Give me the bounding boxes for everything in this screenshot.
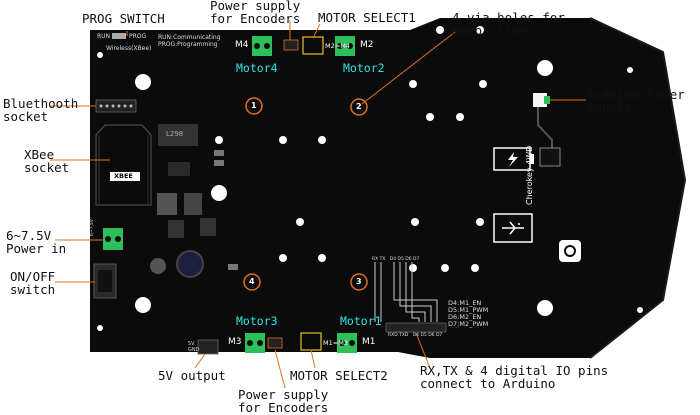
encoder-header-top xyxy=(284,40,298,50)
label-motor3: Motor3 xyxy=(236,314,278,328)
prog-switch xyxy=(112,33,126,39)
label-motor4: Motor4 xyxy=(236,61,278,75)
silk-cherokey: Cherokey 4WD xyxy=(525,115,534,205)
five-v-header xyxy=(198,340,218,354)
silk-m1: M1 xyxy=(362,337,376,347)
digital-io-header xyxy=(386,323,446,332)
label-power-in: 6~7.5V Power in xyxy=(6,229,66,255)
label-motor-select2: MOTOR SELECT2 xyxy=(290,369,388,382)
label-via-holes: 4 via holes for motor lines xyxy=(452,11,565,37)
silk-wireless-xbee: Wireless(XBee) xyxy=(106,45,151,52)
silk-xbee: XBEE xyxy=(114,172,133,180)
via-number-3: 3 xyxy=(356,277,362,286)
via-number-4: 4 xyxy=(249,277,255,286)
label-motor-select1: MOTOR SELECT1 xyxy=(318,11,416,24)
dfrobot-logo xyxy=(559,240,581,262)
label-motor2: Motor2 xyxy=(343,61,385,75)
silk-prog: PROG xyxy=(129,33,146,40)
label-prog-switch: PROG SWITCH xyxy=(82,12,165,25)
silk-l298: L298 xyxy=(166,130,183,138)
silk-five-v-gnd: 5V GND xyxy=(188,341,199,353)
label-power-supply-encoders-bottom: Power supply for Encoders xyxy=(238,388,328,414)
terminal-power-in xyxy=(103,228,123,250)
label-arduino-power-supply: Arduino Power Supply xyxy=(587,88,685,114)
silk-m3: M3 xyxy=(228,337,242,347)
silk-pin-map: D4:M1_EN D5:M1_PWM D6:M2_EN D7:M2_PWM xyxy=(448,300,488,328)
silk-power-in: 6~7.5V xyxy=(89,219,96,236)
pcb-board xyxy=(90,18,685,358)
encoder-header-bottom xyxy=(268,338,282,348)
silk-m1-m3: M1=M3 xyxy=(323,339,348,347)
label-on-off-switch: ON/OFF switch xyxy=(10,270,55,296)
silk-header-top: RX TX D4 D5 D6 D7 xyxy=(372,256,419,263)
terminal-motor4 xyxy=(252,36,272,56)
silk-m2: M2 xyxy=(360,40,374,50)
label-digital-io: RX,TX & 4 digital IO pins connect to Ard… xyxy=(420,364,608,390)
via-number-2: 2 xyxy=(356,102,362,111)
silk-run-comm: RUN:Communicating PROG:Programming xyxy=(158,34,221,48)
silk-m4: M4 xyxy=(235,40,249,50)
silk-run: RUN xyxy=(97,33,110,40)
silk-m2-m4: M2=M4 xyxy=(325,42,350,50)
label-power-supply-encoders-top: Power supply for Encoders xyxy=(210,0,300,25)
label-motor1: Motor1 xyxy=(340,314,382,328)
label-xbee-socket: XBee socket xyxy=(24,148,69,174)
via-number-1: 1 xyxy=(251,101,257,110)
label-bluetooth-socket: Bluethooth socket xyxy=(3,97,78,123)
silk-header-bottom: RXD TXD D4 D5 D6 D7 xyxy=(388,332,442,339)
label-five-v-output: 5V output xyxy=(158,369,226,382)
terminal-motor3 xyxy=(245,333,265,353)
